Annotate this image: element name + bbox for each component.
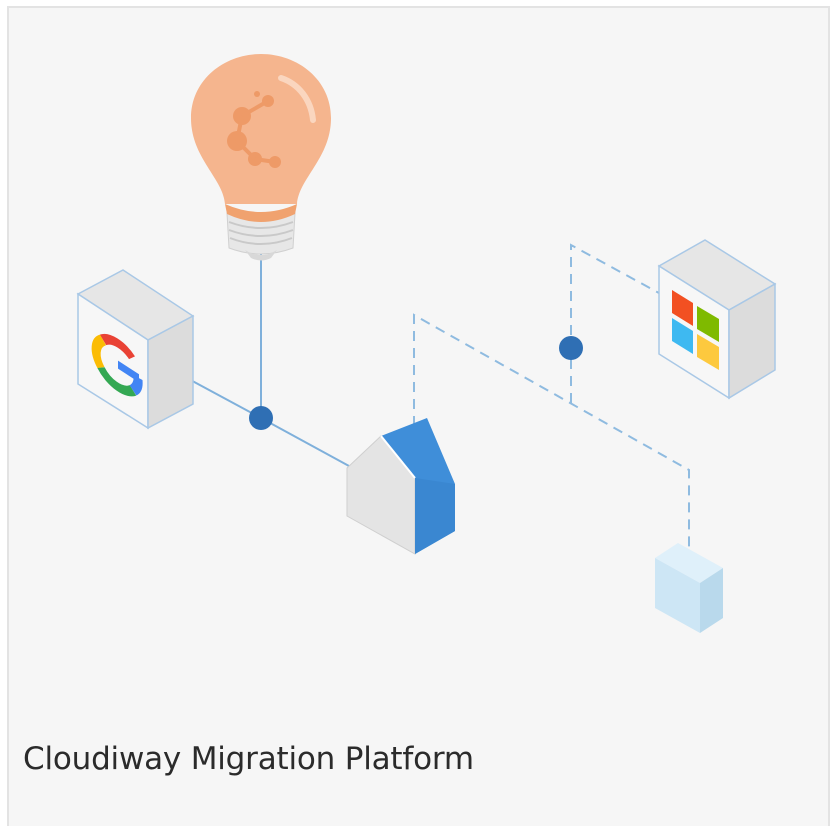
connection-node-right [559,336,583,360]
connection-node-left [249,406,273,430]
solid-connections [171,253,350,467]
migration-illustration [76,54,777,633]
card-title[interactable]: Cloudiway Migration Platform [23,741,474,777]
google-server-icon [76,269,195,430]
microsoft-server-icon [657,239,777,400]
lightbulb-icon [191,54,331,261]
storage-box-icon [655,543,723,633]
dashed-connections [413,243,690,568]
migration-platform-card[interactable]: Cloudiway Migration Platform [7,6,830,826]
house-icon [346,418,455,555]
